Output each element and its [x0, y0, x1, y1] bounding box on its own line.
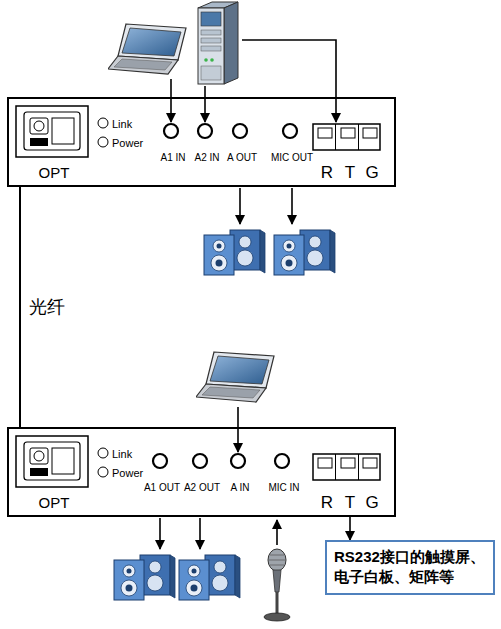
- signal-arrow: [170, 79, 172, 122]
- laptop-icon: [196, 352, 274, 402]
- terminal-cell: [363, 458, 377, 468]
- terminal-cell: [318, 128, 332, 138]
- opt-base: [30, 468, 48, 476]
- device-panel: OPT LinkPowerA1 OUT A2 OUT A IN MIC IN RTG: [7, 427, 396, 517]
- led: [98, 137, 108, 147]
- laptop-icon: [108, 24, 186, 74]
- port-label: Link: [112, 118, 132, 130]
- audio-jack: [275, 454, 289, 468]
- note-box: RS232接口的触摸屏、电子白板、矩阵等: [325, 540, 495, 595]
- audio-jack: [283, 124, 297, 138]
- port-label: G: [365, 164, 378, 183]
- led: [98, 448, 108, 458]
- signal-arrow: [291, 188, 293, 224]
- port-label: A2 OUT: [184, 482, 220, 493]
- audio-jack: [153, 454, 167, 468]
- signal-arrow: [349, 517, 351, 540]
- port-label: G: [365, 494, 378, 513]
- terminal-block: [313, 124, 380, 150]
- signal-arrow: [159, 518, 161, 549]
- opt-lens: [30, 118, 48, 134]
- terminal-body: [313, 454, 380, 480]
- opt-base: [30, 138, 48, 146]
- signal-arrow: [239, 188, 241, 224]
- terminal-divider: [336, 454, 359, 480]
- note-text: RS232接口的触摸屏、电子白板、矩阵等: [334, 547, 486, 588]
- audio-jack: [233, 124, 247, 138]
- opt-lens: [34, 451, 44, 461]
- opt-lens: [30, 448, 48, 464]
- signal-arrow: [276, 520, 278, 545]
- opt-lens: [34, 121, 44, 131]
- terminal-cell: [318, 458, 332, 468]
- opt-module: [16, 106, 88, 157]
- port-label: R: [321, 494, 333, 513]
- led: [98, 118, 108, 128]
- port-label: A1 IN: [160, 152, 185, 163]
- signal-arrow: [242, 40, 336, 122]
- port-label: T: [345, 164, 355, 183]
- edge-label: 光纤: [27, 297, 67, 318]
- terminal-block: [313, 454, 380, 480]
- port-label: T: [345, 494, 355, 513]
- opt-port: [24, 112, 80, 150]
- audio-jack: [231, 454, 245, 468]
- signal-arrow: [204, 86, 206, 122]
- opt-cage: [16, 436, 88, 487]
- port-label: A1 OUT: [144, 482, 180, 493]
- device-panel: OPT LinkPower A1 IN A2 IN A OUT MIC OUT RTG: [7, 97, 396, 187]
- terminal-cell: [341, 128, 355, 138]
- port-label: R: [321, 164, 333, 183]
- opt-latch: [52, 118, 74, 144]
- port-label: Power: [112, 467, 143, 479]
- terminal-cell: [363, 128, 377, 138]
- port-label: OPT: [39, 165, 70, 182]
- port-label: A OUT: [227, 152, 257, 163]
- speaker-icon: [114, 555, 175, 600]
- microphone-icon: [264, 549, 290, 621]
- server-icon: [198, 2, 238, 84]
- terminal-cell: [341, 458, 355, 468]
- opt-port: [24, 442, 80, 480]
- port-label: MIC IN: [268, 482, 299, 493]
- signal-arrow: [237, 407, 239, 452]
- port-label: OPT: [39, 495, 70, 512]
- signal-arrow: [199, 518, 201, 549]
- port-label: A IN: [231, 482, 250, 493]
- port-label: Link: [112, 448, 132, 460]
- led: [98, 467, 108, 477]
- audio-jack: [193, 454, 207, 468]
- audio-jack: [198, 124, 212, 138]
- port-label: A2 IN: [194, 152, 219, 163]
- port-label: Power: [112, 137, 143, 149]
- speaker-icon: [274, 230, 335, 275]
- terminal-body: [313, 124, 380, 150]
- audio-jack: [164, 124, 178, 138]
- speaker-icon: [204, 230, 265, 275]
- opt-cage: [16, 106, 88, 157]
- opt-latch: [52, 448, 74, 474]
- speaker-icon: [179, 555, 240, 600]
- fiber-line: [19, 187, 21, 427]
- port-label: MIC OUT: [271, 152, 313, 163]
- opt-module: [16, 436, 88, 487]
- terminal-divider: [336, 124, 359, 150]
